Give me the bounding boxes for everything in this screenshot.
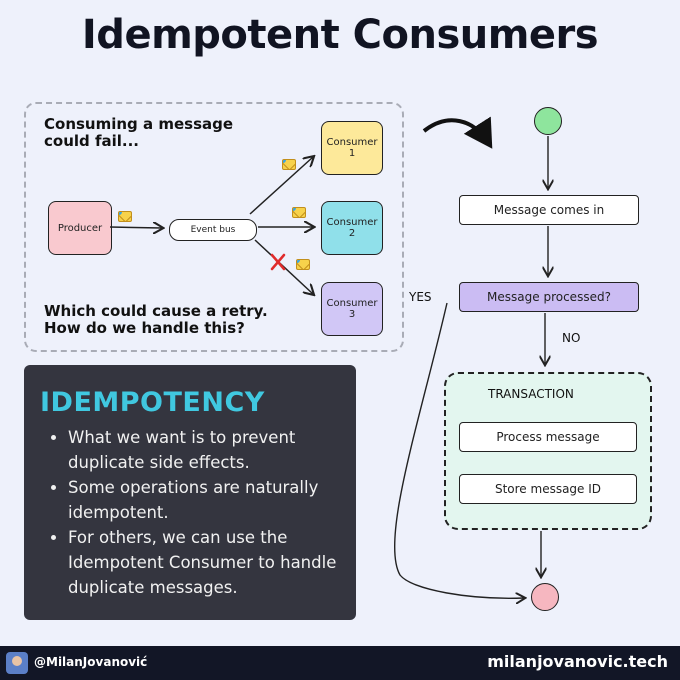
start-node (534, 107, 562, 135)
producer-label: Producer (57, 222, 103, 234)
top-note: Consuming a message could fail... (44, 116, 233, 150)
message-comes-in-node: Message comes in (459, 195, 639, 225)
envelope-icon (292, 207, 306, 218)
yes-label: YES (409, 290, 432, 304)
curved-arrow (422, 116, 493, 149)
event-bus-label: Event bus (190, 225, 236, 235)
message-comes-in-label: Message comes in (493, 203, 605, 217)
avatar (6, 652, 28, 674)
bullet-item: For others, we can use the Idempotent Co… (68, 525, 358, 600)
consumer-3-box: Consumer 3 (321, 282, 383, 336)
card-title: IDEMPOTENCY (40, 387, 265, 418)
consumer-2-box: Consumer 2 (321, 201, 383, 255)
author-handle[interactable]: @MilanJovanović (34, 655, 148, 669)
store-message-id-node: Store message ID (459, 474, 637, 504)
consumer-2-label: Consumer 2 (326, 217, 378, 239)
transaction-group: TRANSACTION Process message Store messag… (444, 372, 652, 530)
transaction-label: TRANSACTION (488, 387, 574, 401)
envelope-icon (282, 159, 296, 170)
producer-box: Producer (48, 201, 112, 255)
bottom-note-line-2: How do we handle this? (44, 319, 245, 337)
process-message-node: Process message (459, 422, 637, 452)
consumer-1-label: Consumer 1 (326, 137, 378, 159)
store-message-id-label: Store message ID (494, 482, 602, 496)
envelope-icon (296, 259, 310, 270)
envelope-icon (118, 211, 132, 222)
website-link[interactable]: milanjovanovic.tech (487, 652, 668, 671)
consumer-1-box: Consumer 1 (321, 121, 383, 175)
no-label: NO (562, 331, 581, 345)
consumer-3-label: Consumer 3 (326, 298, 378, 320)
end-node (531, 583, 559, 611)
card-bullets: What we want is to prevent duplicate sid… (44, 425, 358, 600)
top-note-line-2: could fail... (44, 132, 140, 150)
top-note-line-1: Consuming a message (44, 115, 234, 133)
message-consumption-panel: Consuming a message could fail... Produc… (24, 102, 404, 352)
bottom-note-line-1: Which could cause a retry. (44, 302, 268, 320)
message-processed-decision: Message processed? (459, 282, 639, 312)
message-processed-label: Message processed? (487, 290, 611, 304)
footer-bar: @MilanJovanović milanjovanovic.tech (0, 646, 680, 680)
page-title: Idempotent Consumers (81, 12, 599, 58)
idempotency-card: IDEMPOTENCY What we want is to prevent d… (24, 365, 356, 620)
bullet-item: Some operations are naturally idempotent… (68, 475, 358, 525)
process-message-label: Process message (496, 430, 600, 444)
bullet-item: What we want is to prevent duplicate sid… (68, 425, 358, 475)
event-bus: Event bus (169, 219, 257, 241)
bottom-note: Which could cause a retry. How do we han… (44, 303, 268, 337)
